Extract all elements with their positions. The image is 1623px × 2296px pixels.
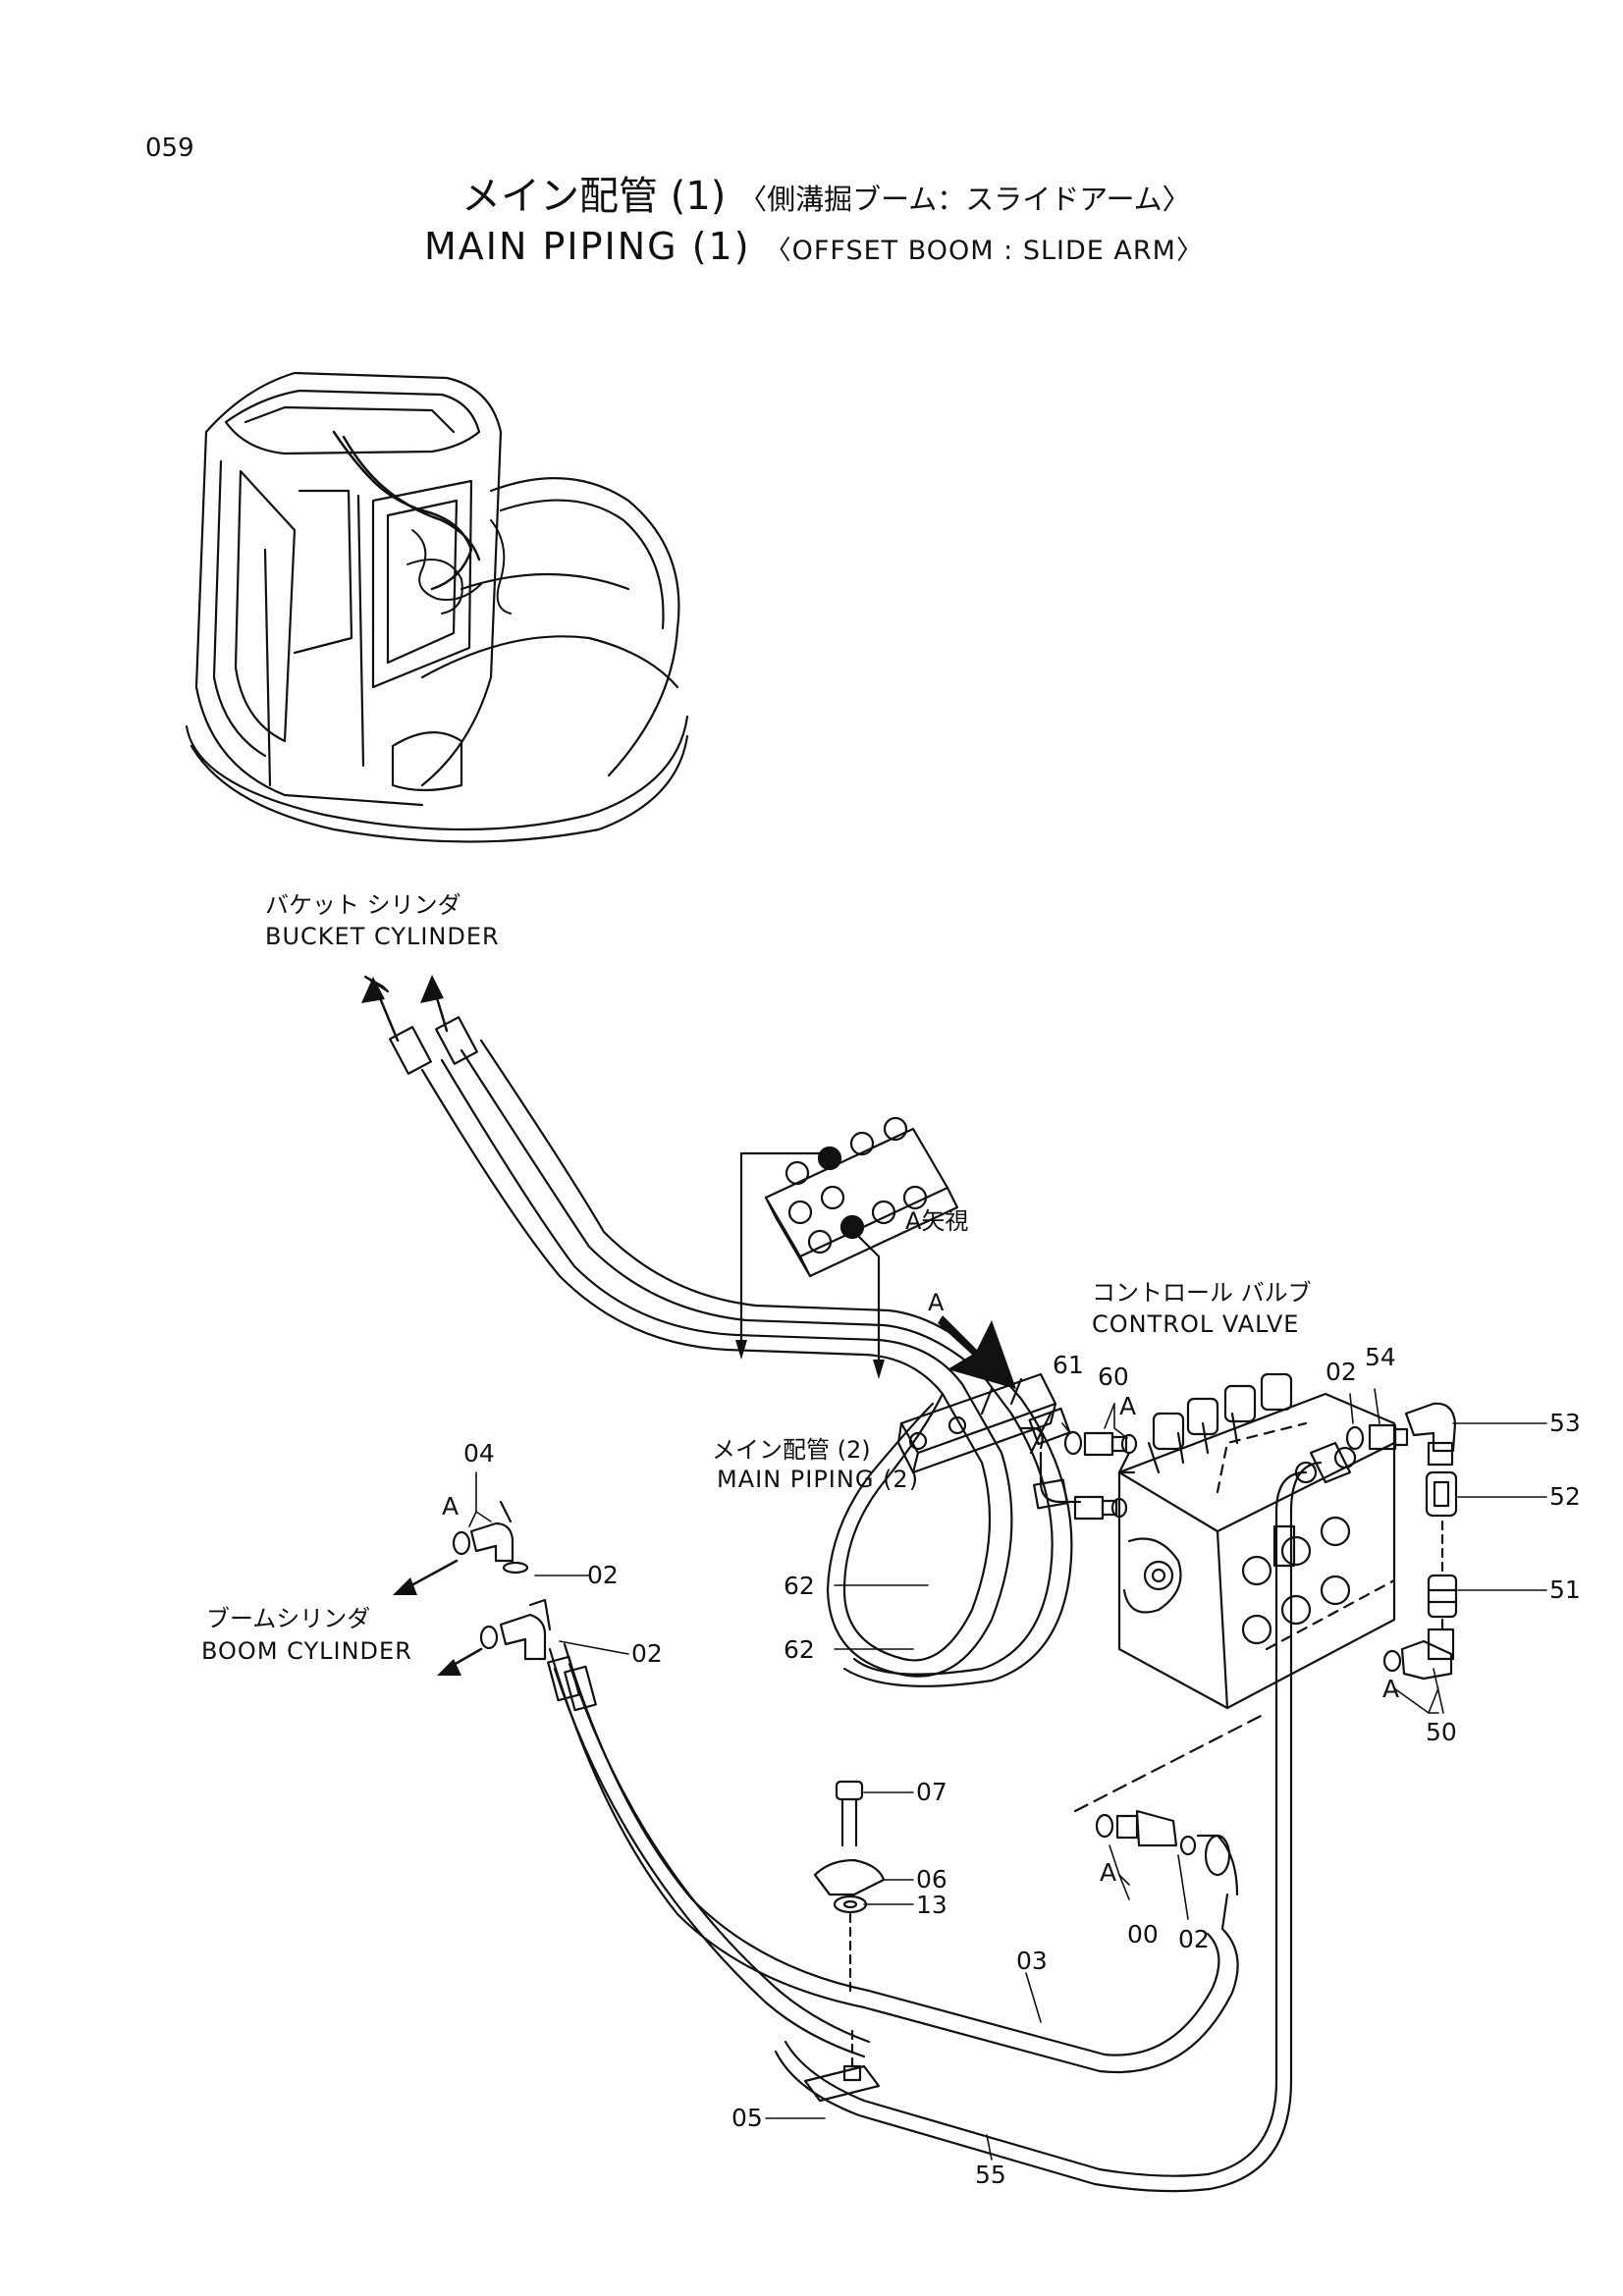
bucket-cylinder-hoses [361,975,1073,1687]
ref-a-04: A [442,1492,460,1521]
valve-fittings-right [1345,1402,1458,1681]
main-piping-2-label-en: MAIN PIPING (2) [717,1466,920,1493]
view-a-label: A矢視 [905,1207,969,1235]
part-number-05: 05 [731,2104,763,2132]
boom-cylinder-label-en: BOOM CYLINDER [201,1637,412,1665]
boom-cylinder-fittings [393,1500,1239,2074]
part-number-54: 54 [1365,1343,1396,1371]
boom-cylinder-label-jp: ブームシリンダ [206,1605,371,1632]
part-number-02-valve: 02 [1325,1358,1357,1386]
page-number: 059 [145,133,194,163]
part-number-52: 52 [1549,1482,1581,1511]
clamp-block [896,1315,1057,1474]
part-number-50: 50 [1426,1718,1457,1746]
valve-fittings-left [1063,1430,1138,1521]
part-number-51: 51 [1549,1575,1581,1604]
view-a-detail [735,1116,959,1379]
bucket-cylinder-label-en: BUCKET CYLINDER [265,923,500,950]
control-valve-drawing [1117,1372,1396,1710]
ref-a-50: A [1382,1675,1400,1703]
part-number-60: 60 [1098,1362,1129,1391]
part-number-13: 13 [916,1891,947,1919]
title-english: MAIN PIPING (1) 〈OFFSET BOOM : SLIDE ARM… [424,228,1204,265]
part-number-00: 00 [1127,1920,1159,1949]
part-number-02-lower-left: 02 [631,1639,663,1668]
control-valve-label-en: CONTROL VALVE [1092,1310,1300,1338]
part-number-02-lower-right: 02 [1178,1925,1210,1953]
title-en-sub: 〈OFFSET BOOM : SLIDE ARM〉 [764,236,1204,266]
part-number-55: 55 [975,2161,1006,2189]
part-number-62-upper: 62 [784,1572,815,1600]
control-valve-label-jp: コントロール バルブ [1092,1279,1312,1307]
title-jp-sub: 〈側溝掘ブーム：スライドアーム〉 [738,183,1191,216]
title-en-num: (1) [691,225,751,268]
clamp-parts [803,1780,886,2103]
part-number-02-upper-left: 02 [587,1561,619,1589]
excavator-cab-drawing [185,371,689,843]
part-number-53: 53 [1549,1409,1581,1437]
title-en-main: MAIN PIPING [424,225,678,268]
ref-a-60: A [1119,1392,1137,1420]
title-jp-num: (1) [670,174,727,219]
title-jp-main: メイン配管 [461,174,658,219]
leader-lines [468,1388,1547,2161]
right-pipe-55 [774,1441,1352,2193]
bucket-cylinder-label-jp: バケット シリンダ [265,891,461,919]
lower-fittings [1073,1711,1269,1931]
part-number-61: 61 [1053,1351,1084,1379]
part-number-07: 07 [916,1778,947,1806]
part-number-03: 03 [1016,1947,1048,1975]
title-japanese: メイン配管 (1) 〈側溝掘ブーム：スライドアーム〉 [461,177,1191,216]
part-number-06: 06 [916,1865,947,1894]
part-number-04: 04 [463,1439,495,1468]
ref-a-00: A [1100,1858,1117,1887]
main-piping-tubes [1019,1407,1082,1510]
part-number-62-lower: 62 [784,1635,815,1664]
main-piping-2-label-jp: メイン配管 (2) [712,1436,871,1464]
arrow-a-label: A [928,1289,946,1316]
